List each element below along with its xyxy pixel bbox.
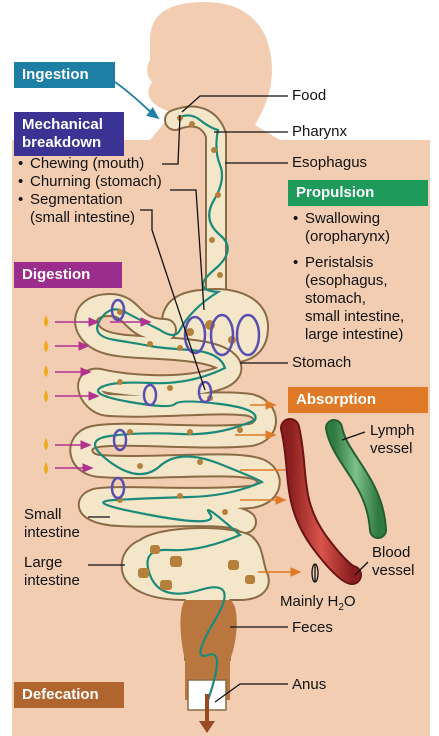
propulsion-item-peristalsis: Peristalsis(esophagus,stomach,small inte… xyxy=(293,254,404,344)
lymph-vessel xyxy=(325,419,387,539)
peristalsis-loc-4: large intestine) xyxy=(305,326,404,343)
peristalsis-loc-3: small intestine, xyxy=(305,308,405,325)
absorption-box: Absorption xyxy=(288,387,428,413)
large-line2: intestine xyxy=(24,572,80,589)
lymph-line2: vessel xyxy=(370,440,413,457)
peristalsis-loc-2: stomach, xyxy=(305,290,366,307)
label-feces: Feces xyxy=(292,619,333,636)
label-pharynx: Pharynx xyxy=(292,123,348,140)
ingestion-box: Ingestion xyxy=(14,62,115,88)
label-lymph-vessel: Lymph vessel xyxy=(370,422,414,458)
mechanical-item-churning: Churning (stomach) xyxy=(18,173,162,191)
water-suffix: O xyxy=(343,593,356,610)
enzyme-arrows xyxy=(55,317,152,473)
rectum-feces xyxy=(180,600,237,700)
large-line1: Large xyxy=(24,554,63,571)
blood-line1: Blood xyxy=(372,544,411,561)
small-line2: intestine xyxy=(24,524,80,541)
segmentation-location: (small intestine) xyxy=(30,209,136,226)
label-blood-vessel: Blood vessel xyxy=(372,544,415,580)
defecation-box: Defecation xyxy=(14,682,124,708)
label-small-intestine: Small intestine xyxy=(24,506,80,542)
small-line1: Small xyxy=(24,506,62,523)
propulsion-item-swallowing: Swallowing(oropharynx) xyxy=(293,210,404,246)
lymph-line1: Lymph xyxy=(370,422,415,439)
label-stomach: Stomach xyxy=(292,354,352,371)
digestion-box: Digestion xyxy=(14,262,122,288)
mechanical-item-chewing: Chewing (mouth) xyxy=(18,155,162,173)
segmentation-label: Segmentation xyxy=(30,191,123,208)
mechanical-item-segmentation: Segmentation(small intestine) xyxy=(18,191,162,227)
label-mainly-water: Mainly H2O xyxy=(280,593,356,617)
label-food: Food xyxy=(292,87,327,104)
propulsion-box: Propulsion xyxy=(288,180,428,206)
water-prefix: Mainly H xyxy=(280,593,339,610)
blood-vessel xyxy=(280,418,362,585)
defecation-arrow xyxy=(199,694,215,733)
water-subscript: 2 xyxy=(338,602,344,613)
peristalsis-loc-1: (esophagus, xyxy=(305,272,388,289)
mechanical-line2: breakdown xyxy=(22,134,102,151)
blood-line2: vessel xyxy=(372,562,415,579)
mechanical-breakdown-box: Mechanical breakdown xyxy=(14,112,124,156)
swallowing-location: (oropharynx) xyxy=(305,228,391,245)
label-anus: Anus xyxy=(292,676,327,693)
propulsion-list: Swallowing(oropharynx) Peristalsis(esoph… xyxy=(293,210,404,352)
swallowing-label: Swallowing xyxy=(305,210,381,227)
churning-swirl-icons xyxy=(110,298,261,500)
mechanical-line1: Mechanical xyxy=(22,116,103,133)
water-symbol xyxy=(311,563,319,583)
label-esophagus: Esophagus xyxy=(292,154,368,171)
label-large-intestine: Large intestine xyxy=(24,554,80,590)
peristalsis-label: Peristalsis xyxy=(305,254,374,271)
ingestion-arrow xyxy=(114,81,160,120)
peristalsis-wave xyxy=(93,114,264,701)
mechanical-breakdown-list: Chewing (mouth) Churning (stomach) Segme… xyxy=(18,155,162,227)
